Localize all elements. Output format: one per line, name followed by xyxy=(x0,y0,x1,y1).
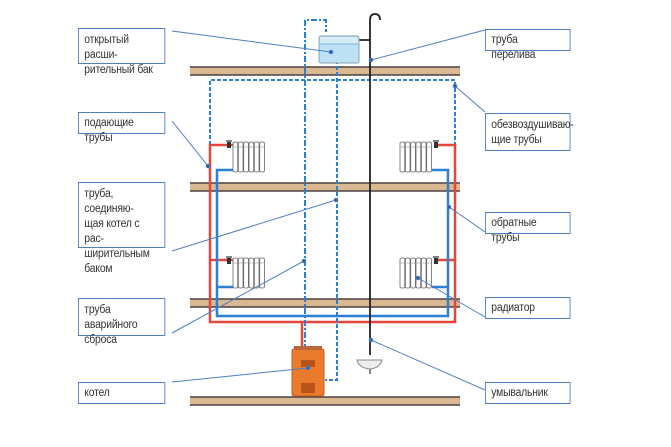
label-line: труба аварийного xyxy=(84,304,138,331)
radiator-icon xyxy=(226,140,265,173)
floor-slab-ground xyxy=(190,396,460,406)
radiator-icon xyxy=(226,256,265,289)
floor-slab-1 xyxy=(190,298,460,308)
label-air-vent-pipes: обезвоздушиваю- щие трубы xyxy=(485,113,574,151)
label-overflow-pipe: труба перелива xyxy=(485,29,571,61)
label-line: радиатор xyxy=(491,302,535,314)
expansion-tank-icon xyxy=(318,35,360,64)
label-line: щие трубы xyxy=(491,134,542,146)
radiator-icon xyxy=(399,140,439,173)
floors xyxy=(190,66,460,406)
valve-icon xyxy=(433,256,439,264)
label-line: подающие трубы xyxy=(84,117,134,144)
label-line: рительный бак xyxy=(84,64,153,76)
label-washbasin: умывальник xyxy=(485,382,571,404)
overflow-hook xyxy=(369,13,381,40)
label-line: котел xyxy=(84,387,110,399)
valve-icon xyxy=(433,140,439,148)
floor-slab-top xyxy=(190,66,460,76)
label-line: ширительным xyxy=(84,248,150,260)
label-line: умывальник xyxy=(491,387,548,399)
label-boiler: котел xyxy=(78,382,166,404)
label-line: открытый расши- xyxy=(84,34,129,61)
label-line: сброса xyxy=(84,334,117,346)
label-supply-pipes: подающие трубы xyxy=(78,112,166,144)
label-line: труба, соединяю- xyxy=(84,188,134,215)
label-connecting-pipe: труба, соединяю- щая котел с рас- ширите… xyxy=(78,182,166,275)
boiler-icon xyxy=(291,346,325,397)
supply-pipes xyxy=(208,143,457,350)
callout-lines xyxy=(171,29,486,391)
label-line: труба перелива xyxy=(491,34,536,61)
radiator-icon xyxy=(399,256,439,289)
label-line: баком xyxy=(84,263,113,275)
label-return-pipes: обратные трубы xyxy=(485,212,571,244)
emergency-discharge-pipe xyxy=(325,48,338,381)
connecting-pipe xyxy=(304,19,327,350)
label-radiator: радиатор xyxy=(485,297,571,319)
washbasin-icon xyxy=(356,359,383,374)
valve-icon xyxy=(226,256,232,264)
radiators xyxy=(226,140,439,289)
label-emergency-pipe: труба аварийного сброса xyxy=(78,298,166,346)
floor-slab-2 xyxy=(190,182,460,192)
label-line: обезвоздушиваю- xyxy=(491,119,574,131)
label-expansion-tank: открытый расши- рительный бак xyxy=(78,28,166,76)
return-pipes xyxy=(215,168,450,318)
air-vent-pipe xyxy=(209,79,456,145)
label-line: обратные трубы xyxy=(491,217,537,244)
valve-icon xyxy=(226,140,232,148)
label-line: щая котел с рас- xyxy=(84,218,140,245)
